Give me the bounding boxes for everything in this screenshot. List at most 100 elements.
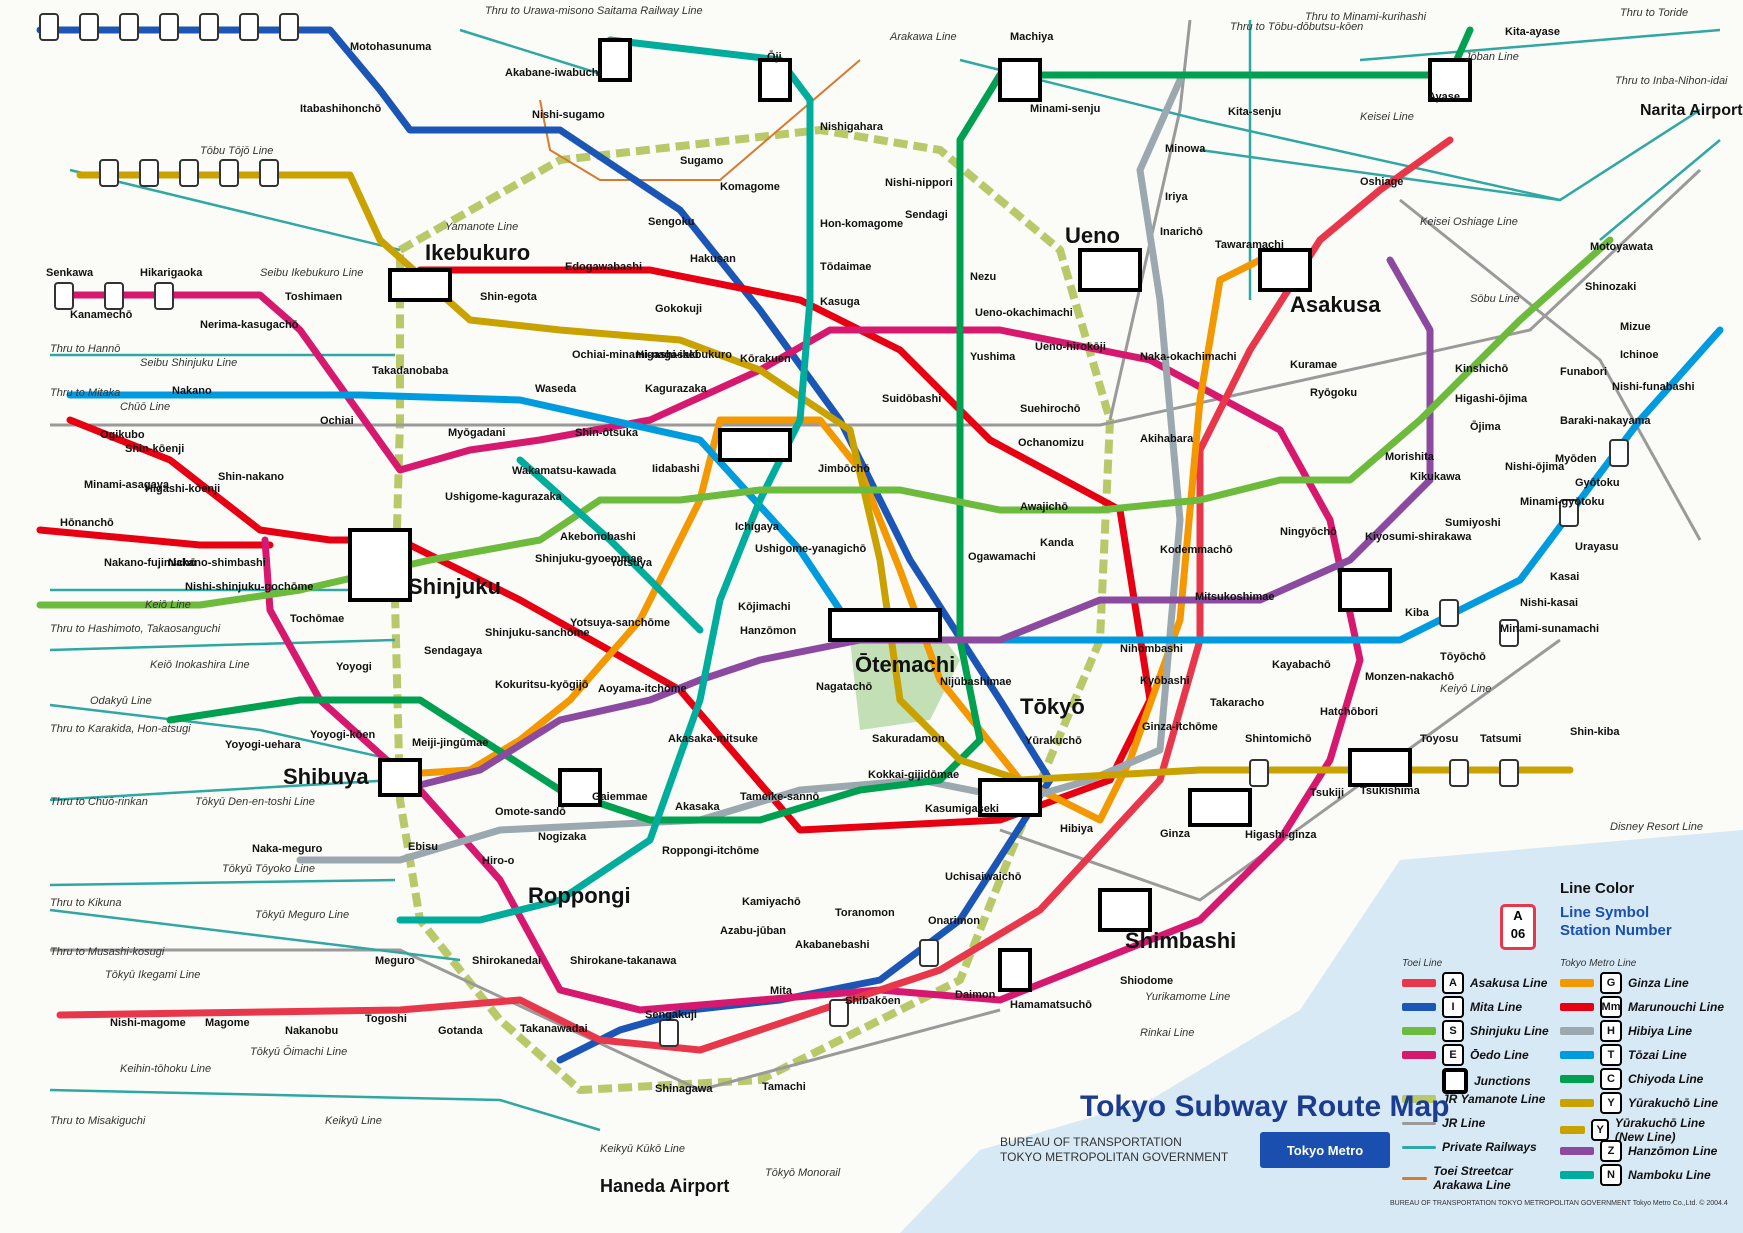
label-kojimachi: Kōjimachi	[738, 601, 791, 613]
label-minowa: Minowa	[1165, 143, 1206, 155]
label-gaiemmae: Gaiemmae	[592, 791, 648, 803]
label-akasaka-mitsuke: Akasaka-mitsuke	[668, 733, 758, 745]
label-ushigome-yanagicho: Wakamatsu-kawada	[512, 465, 617, 477]
label-otemachi: Ōtemachi	[855, 652, 955, 677]
label-akabane-iwabuchi: Akabane-iwabuchi	[505, 67, 602, 79]
yamanote-line	[391, 126, 1114, 1094]
label-kokkai-gijidomae: Kokkai-gijidōmae	[868, 769, 959, 781]
label-hon-komagome: Hon-komagome	[820, 218, 903, 230]
label-nerima-kasugacho: Kanamechō	[70, 309, 133, 321]
legend-metro-head: Tokyo Metro Line	[1560, 958, 1637, 969]
label-minami-gyotoku: Minami-gyōtoku	[1520, 496, 1604, 508]
label-tatsumi: Tatsumi	[1480, 733, 1521, 745]
label-kasuga: Kasuga	[820, 296, 861, 308]
label-kita-ayase: Kita-ayase	[1505, 26, 1560, 38]
label-higashi-koenji: Higashi-kōenji	[145, 483, 220, 495]
label-takaracho: Takaracho	[1210, 697, 1264, 709]
label-shinjuku: Shinjuku	[408, 574, 501, 599]
jr-lines	[50, 19, 1702, 1092]
label-suehirocho: Suehirochō	[1020, 403, 1081, 415]
label-nishi-funabashi: Nishi-funabashi	[1612, 381, 1695, 393]
label-nijubashimae: Nijūbashimae	[940, 676, 1012, 688]
label-kokuritsu-kyogijo: Kokuritsu-kyōgijō	[495, 679, 589, 691]
label-nishi-shinjuku-gochome: Nishi-shinjuku-gochōme	[185, 581, 313, 593]
label-yoyogi: Yoyogi	[336, 661, 372, 673]
label-tokyo: Tōkyō	[1020, 694, 1085, 719]
label-nakano-shimbashi: Nakano-shimbashi	[168, 557, 266, 569]
label-keihin-tohoku: Keihin-tōhoku Line	[120, 1063, 211, 1075]
legend-line-color: Line Color	[1560, 880, 1635, 897]
legend-yamanote: JR Yamanote Line	[1402, 1092, 1545, 1106]
label-hanzomon: Hanzōmon	[740, 625, 797, 637]
label-kikukawa: Kikukawa	[1410, 471, 1462, 483]
bureau-line-1: BUREAU OF TRANSPORTATION	[1000, 1135, 1182, 1149]
label-yoyogi-koen: Yoyogi-kōen	[310, 729, 375, 741]
label-magome: Magome	[205, 1017, 250, 1029]
label-sobu-line: Sōbu Line	[1470, 293, 1520, 305]
label-meiji-jingumae: Meiji-jingūmae	[412, 737, 488, 749]
label-nishi-sugamo: Nishi-sugamo	[532, 109, 605, 121]
label-kagurazaka: Kagurazaka	[645, 383, 708, 395]
label-akabanebashi: Akabanebashi	[795, 939, 870, 951]
label-arakawa-line: Arakawa Line	[889, 31, 957, 43]
label-tameike-sanno: Tameike-sannō	[740, 791, 820, 803]
label-mitaka-thru: Thru to Mitaka	[50, 387, 120, 399]
label-kurihashi-thru: Thru to Minami-kurihashi	[1305, 11, 1427, 23]
label-omote-sando: Omote-sandō	[495, 806, 566, 818]
label-toyoko: Tōkyū Tōyoko Line	[222, 863, 315, 875]
station-labels: Motohasunuma Itabashihonchō Nishi-sugamo…	[46, 26, 1695, 1095]
label-nakano-fujimicho: Nakano-fujimichō	[104, 557, 197, 569]
label-nihombashi: Nihombashi	[1120, 643, 1183, 655]
label-nakano: Nakano	[172, 385, 212, 397]
label-ebisu: Ebisu	[408, 841, 438, 853]
label-toranomon: Toranomon	[835, 907, 895, 919]
label-toyosu: Toyosu	[1420, 733, 1458, 745]
label-waseda: Waseda	[535, 383, 577, 395]
label-hashimoto-thru: Thru to Hashimoto, Takaosanguchi	[50, 623, 221, 635]
label-dobutsu-thru: Thru to Tōbu-dōbutsu-kōen	[1230, 21, 1363, 33]
label-ikegami: Tōkyū Ikegami Line	[105, 969, 200, 981]
label-ikebukuro: Ikebukuro	[425, 240, 530, 265]
legend-station-number: Station Number	[1560, 922, 1672, 939]
label-kasumigaseki: Kasumigaseki	[925, 803, 999, 815]
label-tsukishima: Tsukishima	[1360, 785, 1421, 797]
label-akasaka: Akasaka	[675, 801, 721, 813]
label-myogadani: Gokokuji	[655, 303, 702, 315]
label-urayasu: Urayasu	[1575, 541, 1618, 553]
label-gotanda: Gotanda	[438, 1025, 483, 1037]
label-ogawamachi: Ogawamachi	[968, 551, 1036, 563]
label-asakusa: Asakusa	[1290, 292, 1381, 317]
label-minami-asagaya: Minami-asagaya	[84, 479, 170, 491]
label-minami-senju: Minami-senju	[1030, 103, 1100, 115]
label-hakusan: Hakusan	[690, 253, 736, 265]
label-ginza-itchome: Ginza-itchōme	[1142, 721, 1218, 733]
label-monzen-nakacho: Monzen-nakachō	[1365, 671, 1455, 683]
label-nerima: Nerima-kasugachō	[200, 319, 299, 331]
label-kiyosumi-shirakawa: Kiyosumi-shirakawa	[1365, 531, 1472, 543]
label-hiro-o: Hiro-o	[482, 855, 515, 867]
label-awajicho: Awajichō	[1020, 501, 1068, 513]
label-ningyocho: Ningyōchō	[1280, 526, 1337, 538]
label-tobu-tojo: Tōbu Tōjō Line	[200, 145, 273, 157]
legend-toei-head: Toei Line	[1402, 958, 1443, 969]
label-ushigome-kagurazaka: Shin-ōtsuka	[575, 427, 639, 439]
label-shiodome: Shiodome	[1120, 975, 1173, 987]
legend-sample-symbol: A	[1513, 908, 1523, 923]
bureau-line-2: TOKYO METROPOLITAN GOVERNMENT	[1000, 1150, 1229, 1164]
label-toyocho: Tōyōchō	[1440, 651, 1486, 663]
label-morishita: Morishita	[1385, 451, 1435, 463]
label-oji: Ōji	[767, 51, 782, 63]
label-ueno-okachimachi: Ueno-okachimachi	[975, 307, 1073, 319]
label-sendagaya: Sendagaya	[424, 645, 483, 657]
label-ueno: Ueno	[1065, 223, 1120, 248]
label-karakida-thru: Thru to Karakida, Hon-atsugi	[50, 723, 191, 735]
label-inokashira: Keiō Inokashira Line	[150, 659, 250, 671]
label-baraki-nakayama: Baraki-nakayama	[1560, 415, 1651, 427]
map-title: Tokyo Subway Route Map	[1080, 1090, 1450, 1123]
junction-boxes	[348, 38, 1472, 992]
